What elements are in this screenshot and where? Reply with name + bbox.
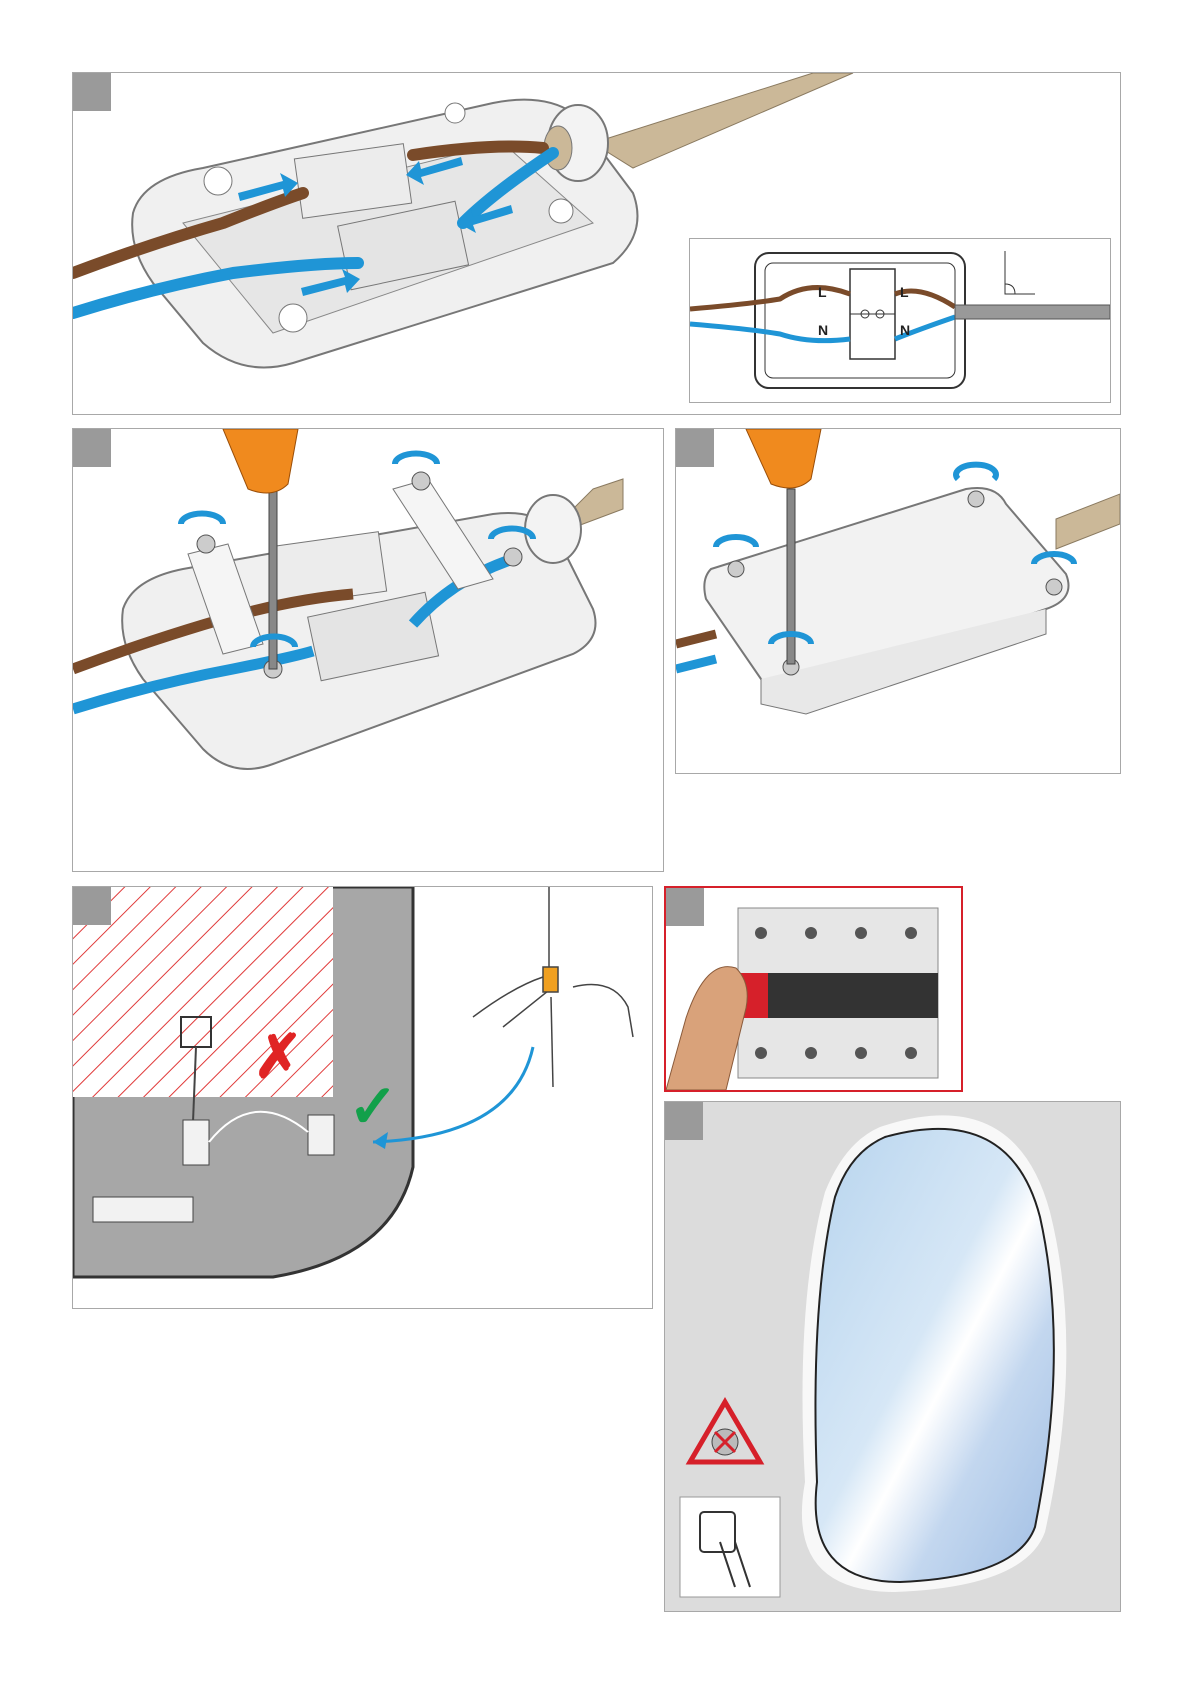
wiring-diagram: L N L N <box>690 239 1110 402</box>
circuit-breaker-illustration <box>666 888 961 1090</box>
step-5-panel <box>664 886 963 1092</box>
wiring-diagram-inset: L N L N <box>689 238 1111 403</box>
box-clamp-screwing-illustration <box>73 429 663 871</box>
mirror-illustration <box>665 1102 1120 1611</box>
step-1-panel: L N L N <box>72 72 1121 415</box>
step-3-tab <box>676 429 714 467</box>
warning-no-touch-icon <box>690 1402 760 1462</box>
x-mark-icon: ✗ <box>253 1023 303 1090</box>
check-mark-icon: ✓ <box>348 1073 398 1140</box>
step-3-panel <box>675 428 1121 774</box>
step-6-panel <box>664 1101 1121 1612</box>
step-4-panel: ✗ ✓ <box>72 886 653 1309</box>
step-2-panel <box>72 428 664 872</box>
step-1-tab <box>73 73 111 111</box>
live-label-left: L <box>818 284 827 300</box>
step-6-tab <box>665 1102 703 1140</box>
step-2-tab <box>73 429 111 467</box>
placement-illustration: ✗ ✓ <box>73 887 652 1308</box>
neutral-label-right: N <box>900 322 910 338</box>
live-label-right: L <box>900 284 909 300</box>
touch-switch-icon <box>680 1497 780 1597</box>
step-5-tab <box>666 888 704 926</box>
step-4-tab <box>73 887 111 925</box>
neutral-label-left: N <box>818 322 828 338</box>
closed-box-screwing-illustration <box>676 429 1120 773</box>
